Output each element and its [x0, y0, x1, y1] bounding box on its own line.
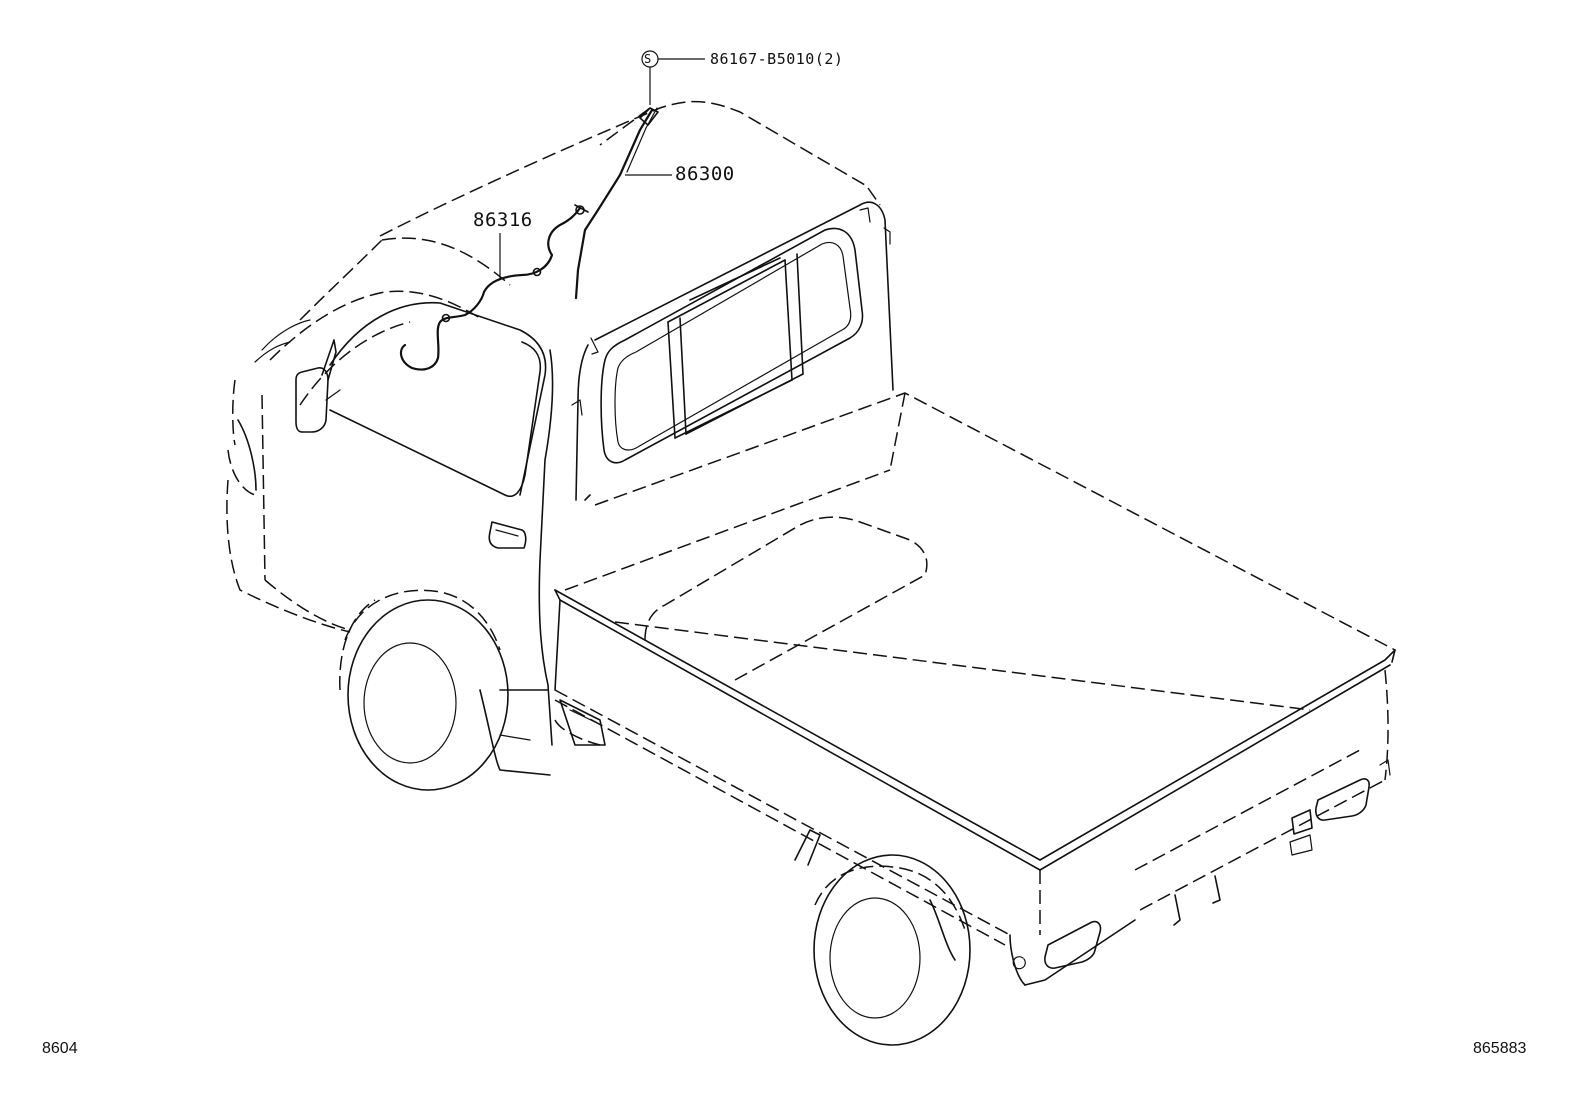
antenna-assembly — [574, 107, 659, 300]
cab-roof-outline — [269, 100, 881, 361]
cargo-bed — [554, 392, 1396, 986]
callout-symbol-s: S — [644, 52, 652, 66]
callout-part-86300: 86300 — [675, 163, 735, 185]
callout-leaders — [499, 50, 705, 280]
antenna-cord — [399, 204, 589, 371]
front-wheel — [339, 589, 551, 791]
cab-side — [226, 301, 554, 746]
callout-part-86167: 86167-B5010(2) — [710, 50, 844, 68]
rear-wheel — [813, 854, 971, 1046]
footer-left-code: 8604 — [42, 1040, 78, 1057]
cab-rear-panel — [571, 201, 894, 501]
footer-right-code: 865883 — [1473, 1040, 1527, 1057]
callout-part-86316: 86316 — [473, 209, 533, 231]
